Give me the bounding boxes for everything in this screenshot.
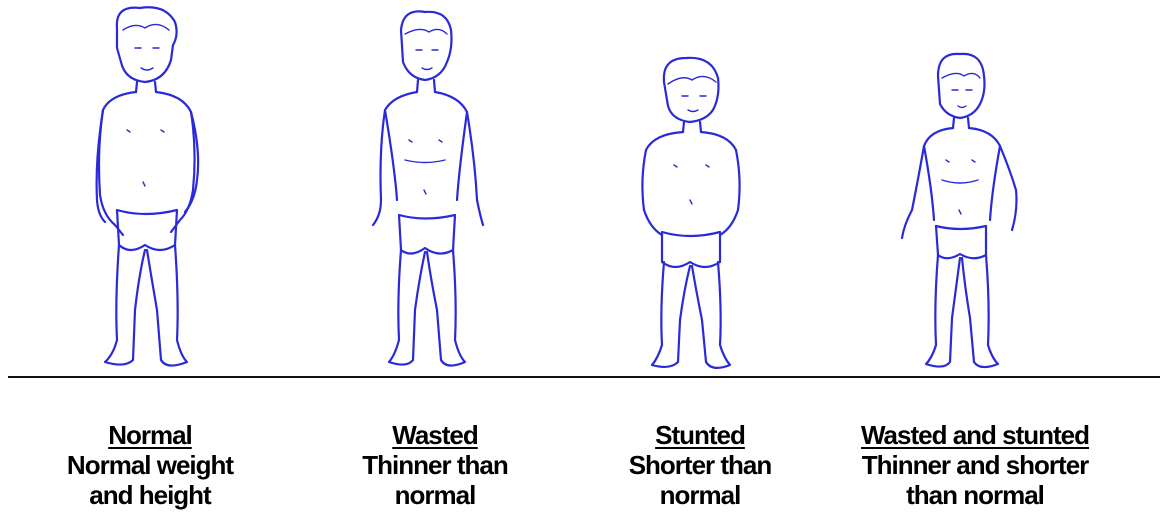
caption-line: normal (590, 480, 810, 510)
caption-heading-stunted: Stunted (590, 420, 810, 450)
caption-wasted: Wasted Thinner than normal (320, 420, 550, 510)
wasted-and-stunted-child-figure (902, 54, 1017, 367)
children-illustration (0, 0, 1165, 400)
caption-heading-normal: Normal (40, 420, 260, 450)
caption-heading-wasted-and-stunted: Wasted and stunted (825, 420, 1125, 450)
stunted-child-figure (642, 58, 739, 368)
caption-line: normal (320, 480, 550, 510)
caption-line: Shorter than (590, 450, 810, 480)
caption-line: Thinner and shorter (825, 450, 1125, 480)
caption-normal: Normal Normal weight and height (40, 420, 260, 510)
wasted-child-figure (373, 11, 483, 365)
caption-line: Normal weight (40, 450, 260, 480)
normal-child-figure (97, 7, 199, 365)
caption-line: and height (40, 480, 260, 510)
caption-line: than normal (825, 480, 1125, 510)
caption-wasted-and-stunted: Wasted and stunted Thinner and shorter t… (825, 420, 1125, 510)
caption-heading-wasted: Wasted (320, 420, 550, 450)
caption-line: Thinner than (320, 450, 550, 480)
caption-stunted: Stunted Shorter than normal (590, 420, 810, 510)
illustration-area (0, 0, 1165, 400)
